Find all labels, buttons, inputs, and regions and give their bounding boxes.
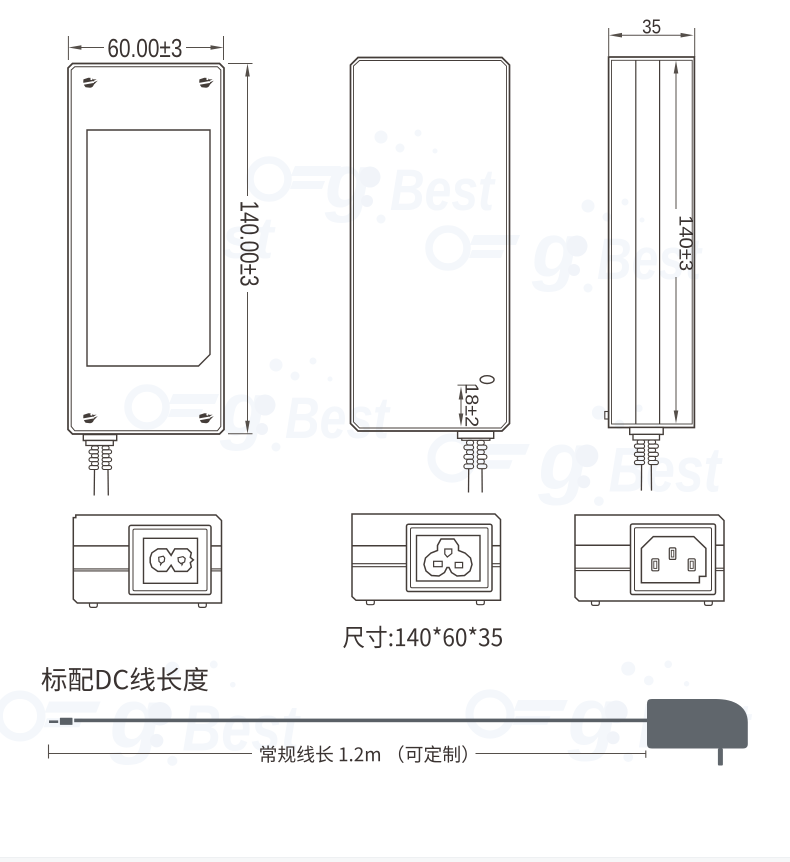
svg-text:35: 35 [642, 16, 661, 38]
svg-text:140±3: 140±3 [675, 215, 696, 271]
svg-text:Best: Best [609, 435, 723, 505]
svg-text:140.00±3: 140.00±3 [235, 201, 265, 287]
svg-text:60.00±3: 60.00±3 [107, 33, 182, 63]
svg-text:st: st [222, 206, 276, 271]
svg-text:Best: Best [597, 227, 703, 292]
svg-text:18±2: 18±2 [461, 383, 482, 427]
svg-text:Best: Best [390, 158, 496, 223]
svg-text:Best: Best [182, 692, 300, 765]
svg-text:Best: Best [285, 386, 391, 451]
